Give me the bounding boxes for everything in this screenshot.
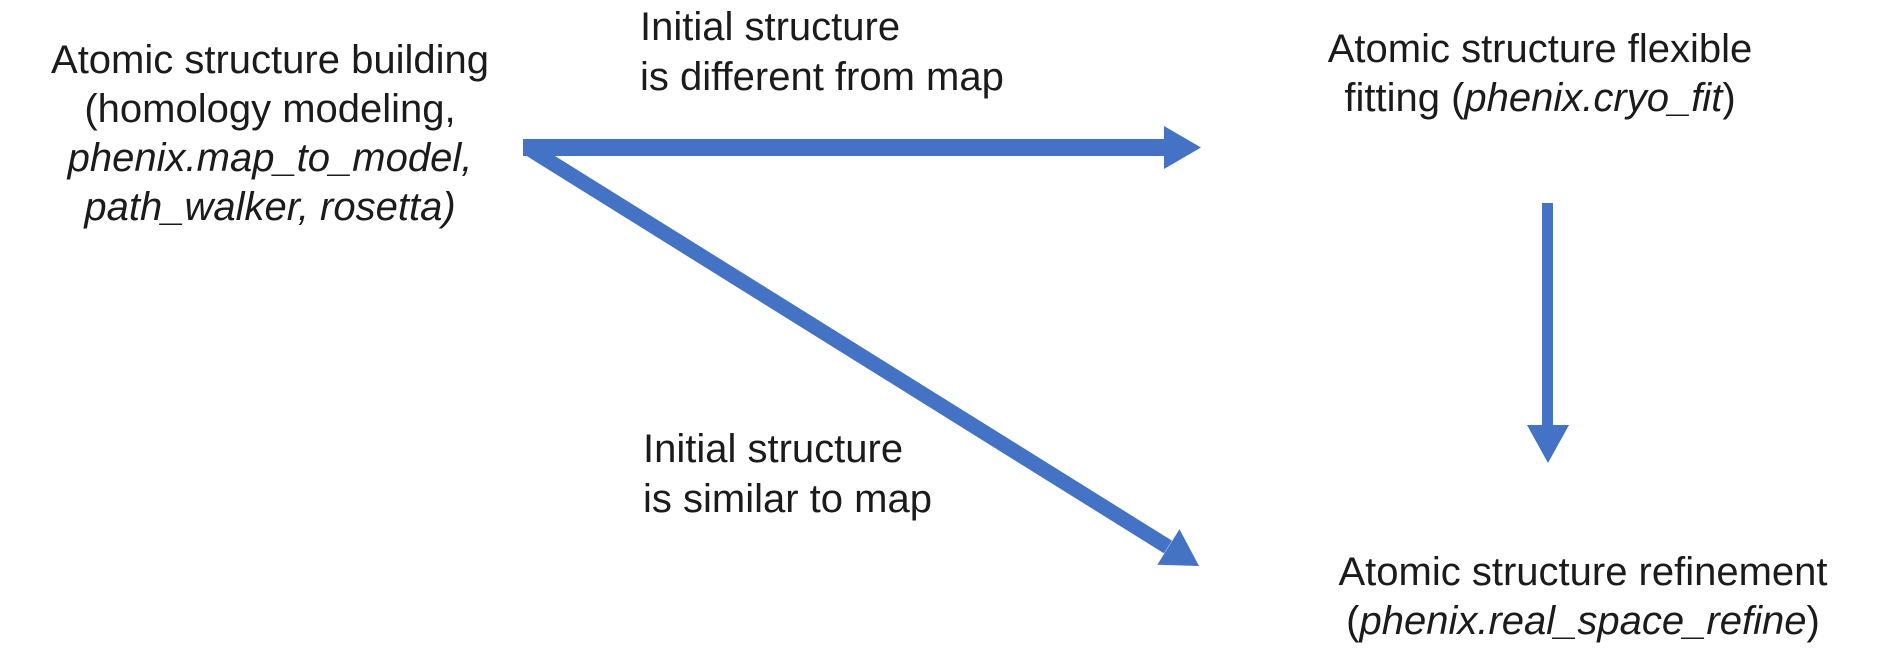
arrow-fitting-to-refinement xyxy=(1527,203,1569,463)
refinement-line2-program: phenix.real_space_refine xyxy=(1359,599,1807,643)
edge-label-different-from-map: Initial structure is different from map xyxy=(640,2,1004,102)
refinement-line2: (phenix.real_space_refine) xyxy=(1283,597,1883,646)
arrow-building-to-refinement xyxy=(524,141,1199,566)
refinement-line2-suffix: ) xyxy=(1806,599,1820,643)
refinement-line1: Atomic structure refinement xyxy=(1338,550,1828,594)
arrow-shaft xyxy=(1542,203,1553,427)
arrow-shaft xyxy=(523,139,1166,156)
fitting-line2: fitting (phenix.cryo_fit) xyxy=(1210,74,1870,123)
different-line2: is different from map xyxy=(640,55,1004,99)
arrow-shaft xyxy=(524,141,1172,554)
fitting-line2-program: phenix.cryo_fit xyxy=(1464,76,1723,120)
different-line1: Initial structure xyxy=(640,5,901,49)
edge-label-similar-to-map: Initial structure is similar to map xyxy=(643,424,932,524)
building-line3: phenix.map_to_model, xyxy=(67,136,473,180)
building-line2: (homology modeling, xyxy=(84,87,456,131)
similar-line1: Initial structure xyxy=(643,427,904,471)
fitting-line1: Atomic structure flexible xyxy=(1327,27,1753,71)
fitting-line2-suffix: ) xyxy=(1722,76,1736,120)
arrow-building-to-fitting xyxy=(523,126,1201,169)
arrowhead-right-icon xyxy=(1164,126,1201,169)
fitting-line2-prefix: fitting ( xyxy=(1344,76,1465,120)
arrowhead-down-right-icon xyxy=(1157,529,1199,566)
similar-line2: is similar to map xyxy=(643,477,932,521)
node-atomic-structure-refinement: Atomic structure refinement (phenix.real… xyxy=(1283,548,1883,646)
building-line4: path_walker, rosetta) xyxy=(84,185,456,229)
building-line1: Atomic structure building xyxy=(51,38,489,82)
arrowhead-down-icon xyxy=(1527,425,1569,463)
node-atomic-structure-flexible-fitting: Atomic structure flexible fitting (pheni… xyxy=(1210,25,1870,123)
refinement-line2-prefix: ( xyxy=(1346,599,1360,643)
node-atomic-structure-building: Atomic structure building (homology mode… xyxy=(0,36,540,232)
